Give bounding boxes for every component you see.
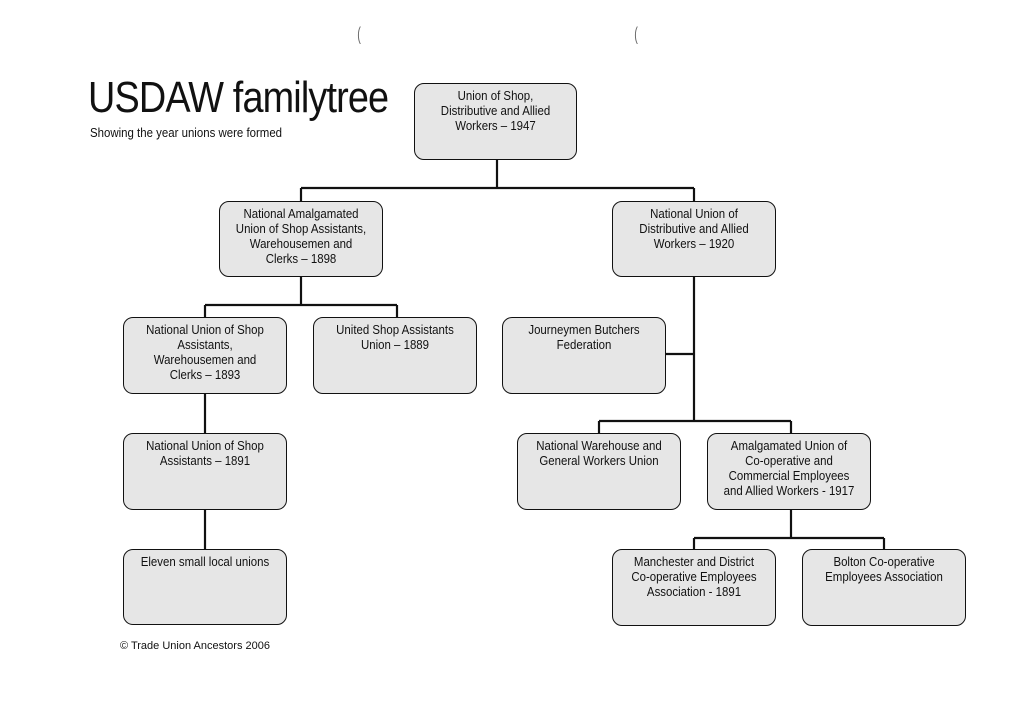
hole-punch-mark: ( (634, 24, 638, 44)
node-aucce: Amalgamated Union of Co-operative and Co… (707, 433, 871, 510)
node-usdaw: Union of Shop, Distributive and Allied W… (414, 83, 577, 160)
page-title: USDAW familytree (88, 73, 389, 122)
copyright-footer: © Trade Union Ancestors 2006 (120, 640, 270, 652)
node-nudaw: National Union of Distributive and Allie… (612, 201, 776, 277)
node-nusa: National Union of Shop Assistants – 1891 (123, 433, 287, 510)
page-subtitle: Showing the year unions were formed (90, 125, 283, 140)
node-usau: United Shop Assistants Union – 1889 (313, 317, 477, 394)
node-bcea: Bolton Co-operative Employees Associatio… (802, 549, 966, 626)
node-nausawc: National Amalgamated Union of Shop Assis… (219, 201, 383, 277)
node-nwgwu: National Warehouse and General Workers U… (517, 433, 681, 510)
node-mdcea: Manchester and District Co-operative Emp… (612, 549, 776, 626)
node-nusawc: National Union of Shop Assistants, Wareh… (123, 317, 287, 394)
node-eleven-local-unions: Eleven small local unions (123, 549, 287, 625)
node-jbf: Journeymen Butchers Federation (502, 317, 666, 394)
hole-punch-mark: ( (357, 24, 361, 44)
